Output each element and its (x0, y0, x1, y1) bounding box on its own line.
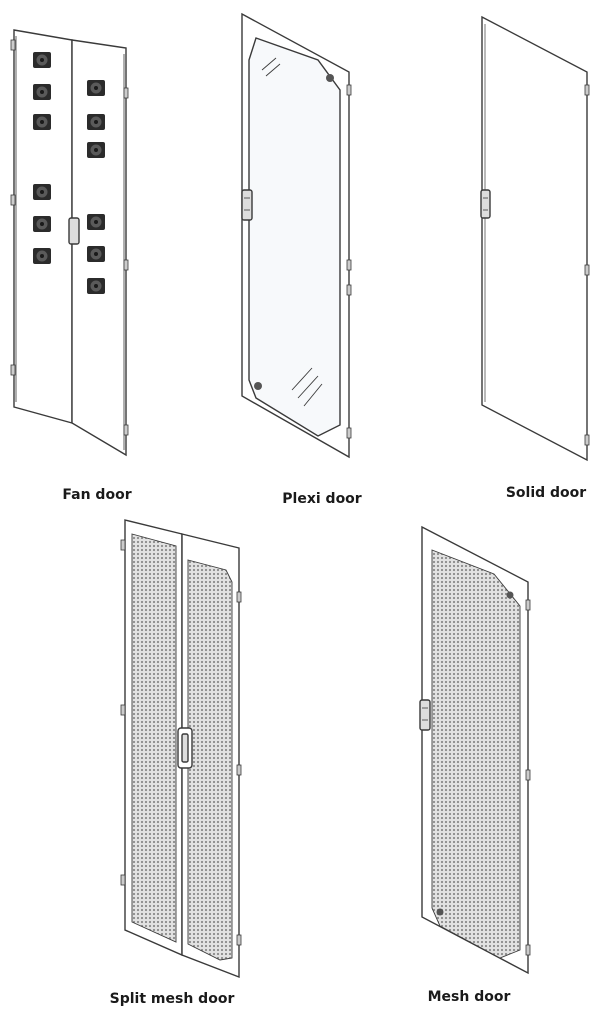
split-mesh-door-label: Split mesh door (109, 991, 235, 1007)
plexi-door-label: Plexi door (282, 491, 362, 507)
mesh-door-grille (431, 549, 521, 959)
plexi-door (241, 12, 352, 459)
fan-door-handle (68, 217, 80, 245)
mesh-door (419, 525, 531, 975)
plexi-window (248, 37, 341, 437)
solid-door-panel (481, 15, 588, 462)
mesh-door-label: Mesh door (427, 989, 511, 1005)
split-mesh-door (120, 519, 242, 979)
plexi-door-handle (241, 189, 253, 221)
fan-door-label: Fan door (62, 487, 132, 503)
solid-door-handle (480, 189, 491, 219)
solid-door-label: Solid door (505, 485, 587, 501)
split-mesh-right-grille (187, 559, 233, 961)
mesh-door-handle (419, 699, 431, 731)
split-mesh-left-grille (131, 533, 177, 943)
solid-door (480, 15, 590, 462)
fan-door (10, 29, 129, 457)
split-mesh-handle (181, 733, 189, 763)
